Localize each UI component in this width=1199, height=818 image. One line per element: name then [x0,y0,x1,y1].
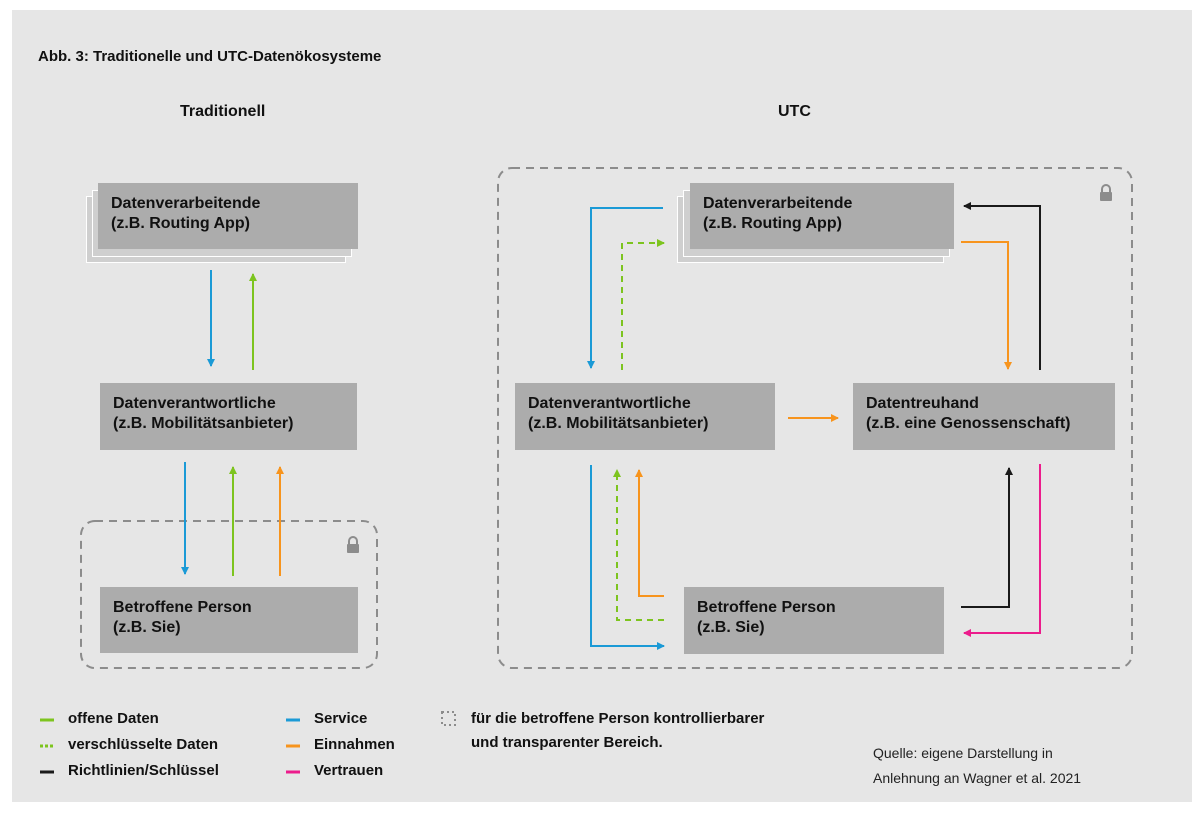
legend-controlled-area-line2: und transparenter Bereich. [471,734,663,751]
arrow-encrypted-data [613,469,664,621]
box-label: Betroffene Person [113,599,252,616]
box-sublabel: (z.B. Routing App) [111,215,250,232]
dotted-square-icon [441,711,456,726]
box-sublabel: (z.B. Routing App) [703,215,842,232]
column-heading-traditional: Traditionell [180,103,266,120]
trad-controller-box: Datenverantwortliche (z.B. Mobilitätsanb… [100,383,357,450]
legend-encrypted-data: verschlüsselte Daten [68,736,219,753]
utc-processor-box: Datenverarbeitende (z.B. Routing App) [690,183,954,249]
arrow-encrypted-data [621,239,665,370]
box-label: Datenverantwortliche [113,395,276,412]
arrow-revenue [961,241,1012,370]
box-label: Betroffene Person [697,599,836,616]
legend-service: Service [314,710,368,727]
column-heading-utc: UTC [778,103,811,120]
legend-policies-keys: Richtlinien/Schlüssel [68,762,219,779]
box-label: Datenverarbeitende [703,195,853,212]
legend-open-data: offene Daten [68,710,159,727]
arrow-service [587,207,663,369]
utc-subject-box: Betroffene Person (z.B. Sie) [684,587,944,654]
legend-controlled-area-line1: für die betroffene Person kontrollierbar… [471,710,765,727]
trad-controlled-area-boundary [80,520,378,669]
utc-trust-box: Datentreuhand (z.B. eine Genossenschaft) [853,383,1115,450]
box-label: Datenverantwortliche [528,395,691,412]
box-sublabel: (z.B. Mobilitätsanbieter) [528,415,709,432]
figure-title: Abb. 3: Traditionelle und UTC-Datenökosy… [38,48,382,65]
box-sublabel: (z.B. Sie) [113,619,181,636]
trad-subject-box: Betroffene Person (z.B. Sie) [100,587,358,653]
legend-trust: Vertrauen [314,762,384,779]
box-label: Datentreuhand [866,395,979,412]
arrow-policies-keys [963,202,1041,370]
arrow-revenue [635,469,664,597]
box-label: Datenverarbeitende [111,195,261,212]
arrow-trust [963,464,1041,637]
trad-processor-box: Datenverarbeitende (z.B. Routing App) [98,183,358,249]
box-sublabel: (z.B. eine Genossenschaft) [866,415,1071,432]
box-sublabel: (z.B. Mobilitätsanbieter) [113,415,294,432]
source-line2: Anlehnung an Wagner et al. 2021 [873,770,1082,786]
source-note: Quelle: eigene Darstellung in Anlehnung … [873,741,1081,791]
utc-controller-box: Datenverantwortliche (z.B. Mobilitätsanb… [515,383,775,450]
legend-revenue: Einnahmen [314,736,395,753]
arrow-policies-keys [961,467,1013,608]
box-sublabel: (z.B. Sie) [697,619,765,636]
lock-icon [1100,184,1112,201]
source-line1: Quelle: eigene Darstellung in [873,745,1053,761]
lock-icon [347,536,359,553]
arrow-service [590,465,665,650]
